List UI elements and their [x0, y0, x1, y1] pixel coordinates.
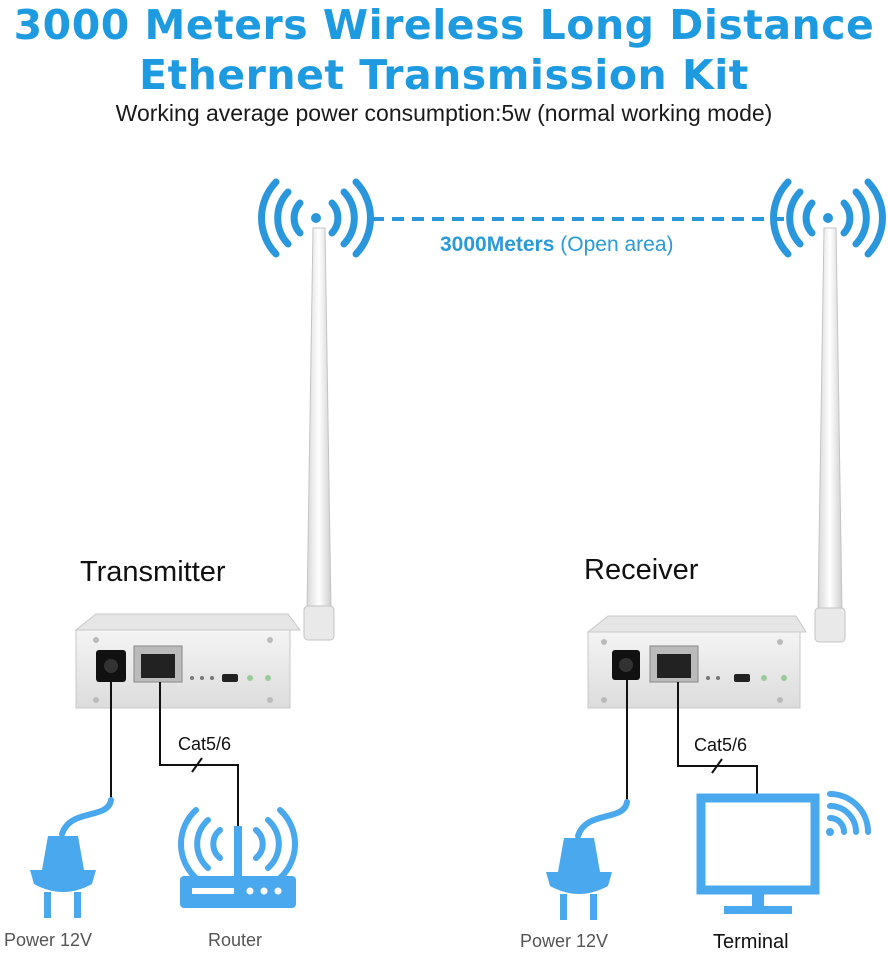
transmitter-wires	[110, 682, 239, 830]
monitor-icon	[696, 793, 820, 914]
title-line-1: 3000 Meters Wireless Long Distance	[13, 1, 875, 49]
distance-label: 3000Meters (Open area)	[440, 233, 674, 257]
distance-note: (Open area)	[560, 233, 674, 256]
receiver-antenna	[814, 227, 846, 643]
transmitter-label: Transmitter	[80, 556, 226, 588]
transmitter-antenna	[303, 227, 335, 641]
wifi-icon	[826, 791, 871, 836]
signal-icon	[770, 178, 886, 258]
title-line-2: Ethernet Transmission Kit	[139, 51, 749, 99]
terminal-label: Terminal	[713, 931, 789, 953]
receiver-label: Receiver	[584, 554, 699, 586]
subtitle: Working average power consumption:5w (no…	[115, 100, 773, 126]
router-label: Router	[208, 930, 263, 950]
plug-icon	[30, 797, 114, 918]
transmitter-cable-label: Cat5/6	[178, 734, 232, 754]
receiver-wires	[626, 680, 758, 802]
receiver-power-label: Power 12V	[520, 931, 609, 951]
distance-value: 3000Meters	[440, 233, 555, 256]
receiver-cable-label: Cat5/6	[694, 735, 748, 755]
signal-icon	[258, 178, 374, 258]
plug-icon	[546, 799, 630, 920]
router-icon	[177, 807, 299, 908]
transmitter-device	[74, 613, 301, 709]
receiver-device	[586, 615, 807, 709]
transmitter-power-label: Power 12V	[4, 930, 93, 950]
